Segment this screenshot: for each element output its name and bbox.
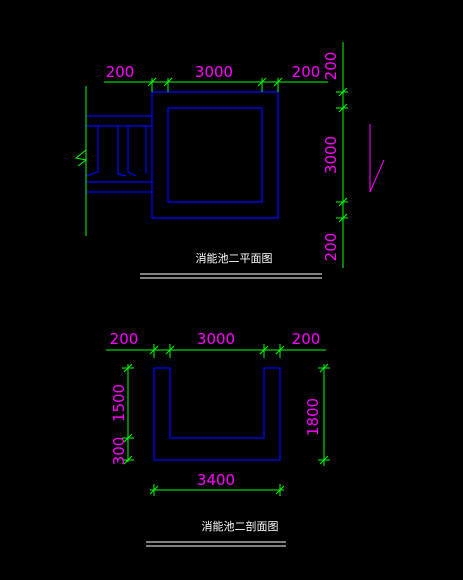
plan-view: 200 3000 200 200 3000 200 消能池二平面图 (74, 42, 385, 279)
plan-break-symbol (74, 149, 88, 167)
section-caption: 消能池二剖面图 (202, 519, 279, 533)
section-dim-top-middle: 3000 (197, 330, 235, 348)
section-dim-right: 1800 (304, 398, 322, 436)
section-caption-underline (146, 541, 286, 547)
plan-channel-section (85, 126, 147, 177)
section-dim-left-upper: 1500 (110, 384, 128, 422)
section-dim-left-line (122, 363, 134, 465)
plan-outer-wall (151, 91, 279, 219)
plan-inner-wall (167, 107, 263, 203)
section-dim-top-right: 200 (292, 330, 321, 348)
section-dim-top-left: 200 (110, 330, 139, 348)
section-view: 200 3000 200 1500 300 1800 3400 消能池二剖面图 (106, 330, 330, 547)
plan-dim-top-middle: 3000 (195, 63, 233, 81)
section-dim-bottom: 3400 (197, 471, 235, 489)
slope-marker (369, 124, 385, 193)
plan-pool-outline (151, 91, 279, 219)
section-dim-right-line (318, 363, 330, 466)
plan-inlet-channel (74, 86, 152, 236)
plan-dim-right-bottom: 200 (322, 233, 340, 262)
section-dim-bottom-line (149, 484, 285, 496)
section-outline (153, 367, 281, 461)
plan-dim-right-middle: 3000 (322, 136, 340, 174)
plan-dim-top-left: 200 (106, 63, 135, 81)
plan-dim-top-right: 200 (292, 63, 321, 81)
section-dim-top-line (106, 344, 326, 358)
plan-dim-right-top: 200 (322, 52, 340, 81)
plan-channel-walls (86, 115, 152, 193)
plan-caption-underline (140, 273, 322, 279)
plan-caption: 消能池二平面图 (196, 251, 273, 265)
plan-dim-top-line (104, 77, 328, 92)
section-dim-left-lower: 300 (110, 437, 128, 466)
plan-dim-right-line (336, 42, 348, 268)
